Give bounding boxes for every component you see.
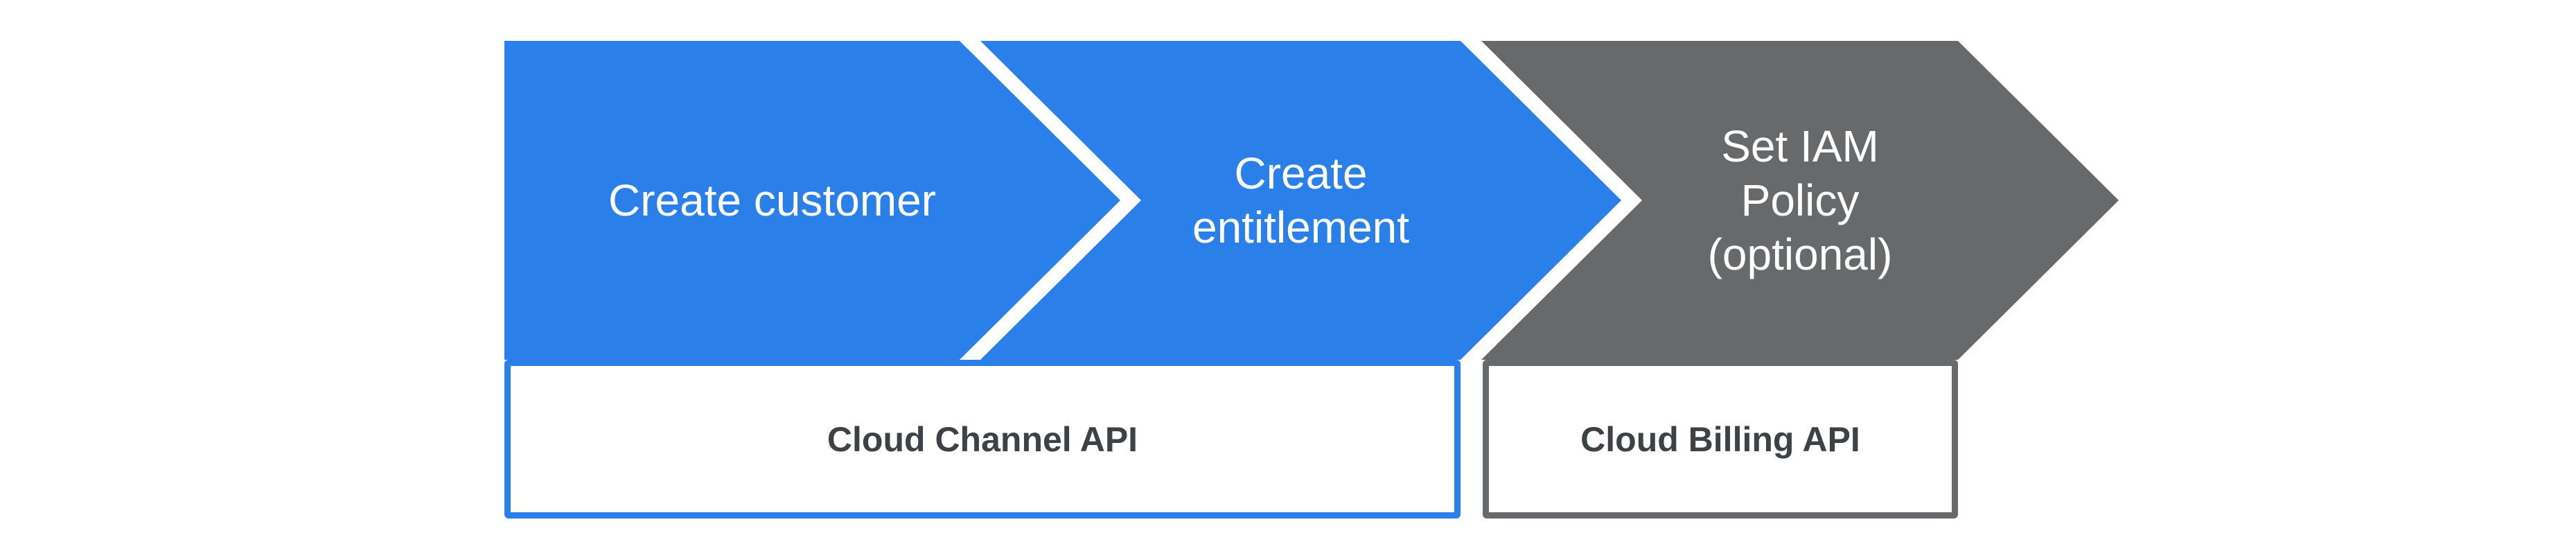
step-label-create-entitlement: Create entitlement [1192,146,1409,254]
step-label-line: Create customer [608,175,937,225]
step-label-set-iam-policy: Set IAM Policy (optional) [1708,119,1893,281]
cloud-billing-api-label: Cloud Billing API [1580,419,1860,459]
step-label-line: Set IAM [1721,121,1879,171]
step-label-line: Create [1234,148,1368,198]
cloud-channel-api-box: Cloud Channel API [504,360,1461,518]
step-label-line: entitlement [1192,202,1410,252]
cloud-channel-api-label: Cloud Channel API [827,419,1138,459]
cloud-billing-api-box: Cloud Billing API [1483,360,1958,518]
step-label-line: (optional) [1707,229,1893,279]
step-label-create-customer: Create customer [608,173,936,227]
step-arrow-create-customer: Create customer [504,41,1120,360]
step-label-line: Policy [1740,175,1860,225]
